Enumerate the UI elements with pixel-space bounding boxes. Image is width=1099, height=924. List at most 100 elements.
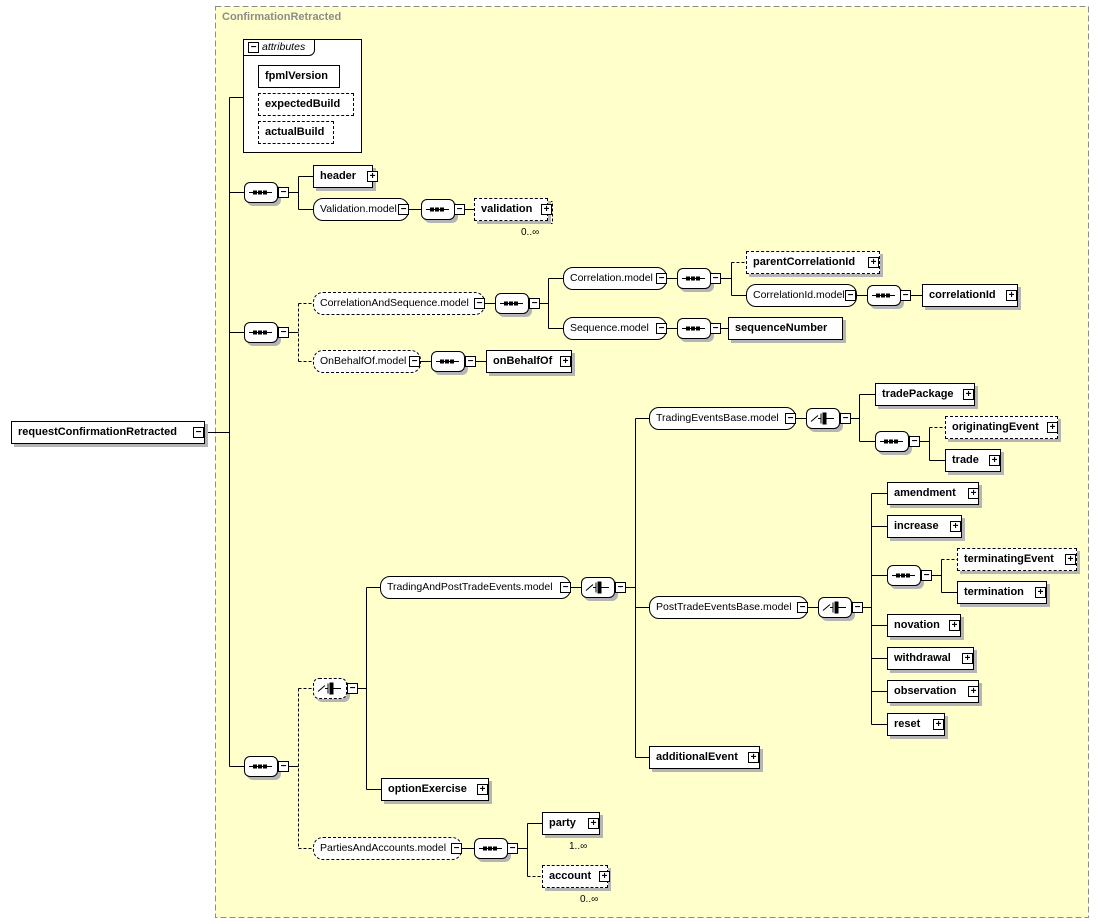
element-additionalevent[interactable]: additionalEvent bbox=[649, 746, 760, 769]
element-optionexercise[interactable]: optionExercise bbox=[381, 778, 489, 801]
collapse-icon[interactable]: − bbox=[845, 290, 856, 301]
root-element[interactable]: requestConfirmationRetracted bbox=[11, 421, 205, 444]
sequence-compositor-icon bbox=[867, 285, 901, 306]
element-parentcorrelationid[interactable]: parentCorrelationId bbox=[746, 251, 880, 274]
group-sequence-model[interactable]: Sequence.model bbox=[563, 317, 667, 340]
attribute-actualbuild[interactable]: actualBuild bbox=[258, 121, 334, 144]
sequence-compositor-icon bbox=[887, 565, 921, 586]
element-terminatingevent[interactable]: terminatingEvent bbox=[957, 548, 1077, 571]
collapse-icon[interactable]: − bbox=[852, 602, 863, 613]
collapse-icon[interactable]: − bbox=[656, 323, 667, 334]
collapse-icon[interactable]: − bbox=[278, 187, 289, 198]
group-correlationandsequence-model[interactable]: CorrelationAndSequence.model bbox=[313, 292, 485, 315]
group-correlation-model[interactable]: Correlation.model bbox=[563, 267, 667, 290]
attribute-fpmlversion[interactable]: fpmlVersion bbox=[258, 65, 340, 88]
collapse-icon[interactable]: − bbox=[278, 327, 289, 338]
group-tradingandposttradeevents-model[interactable]: TradingAndPostTradeEvents.model bbox=[380, 576, 571, 599]
collapse-icon[interactable]: − bbox=[507, 843, 518, 854]
expand-icon[interactable]: + bbox=[1035, 587, 1046, 598]
expand-icon[interactable]: + bbox=[933, 719, 944, 730]
element-termination[interactable]: termination bbox=[957, 581, 1047, 604]
collapse-icon[interactable]: − bbox=[193, 427, 204, 438]
group-correlationid-model[interactable]: CorrelationId.model bbox=[746, 284, 857, 307]
collapse-icon[interactable]: − bbox=[710, 323, 721, 334]
collapse-icon[interactable]: − bbox=[921, 570, 932, 581]
element-withdrawal[interactable]: withdrawal bbox=[887, 647, 974, 670]
expand-icon[interactable]: + bbox=[968, 686, 979, 697]
element-reset[interactable]: reset bbox=[887, 713, 945, 736]
expand-icon[interactable]: + bbox=[949, 620, 960, 631]
expand-icon[interactable]: + bbox=[541, 204, 552, 215]
expand-icon[interactable]: + bbox=[560, 356, 571, 367]
collapse-icon[interactable]: − bbox=[710, 273, 721, 284]
attributes-tab[interactable] bbox=[243, 39, 315, 56]
expand-icon[interactable]: + bbox=[989, 455, 1000, 466]
element-increase[interactable]: increase bbox=[887, 515, 962, 538]
sequence-compositor-icon bbox=[244, 322, 278, 343]
frame-title: ConfirmationRetracted bbox=[222, 11, 342, 23]
element-amendment[interactable]: amendment bbox=[887, 482, 979, 505]
expand-icon[interactable]: + bbox=[962, 653, 973, 664]
collapse-icon[interactable]: − bbox=[615, 582, 626, 593]
group-validation-model[interactable]: Validation.model bbox=[313, 198, 409, 221]
collapse-icon[interactable]: − bbox=[529, 298, 540, 309]
sequence-compositor-icon bbox=[244, 182, 278, 203]
element-observation[interactable]: observation bbox=[887, 680, 979, 703]
collapse-icon[interactable]: − bbox=[797, 602, 808, 613]
expand-icon[interactable]: + bbox=[950, 521, 961, 532]
group-onbehalfof-model[interactable]: OnBehalfOf.model bbox=[313, 350, 421, 373]
element-header[interactable]: header bbox=[313, 165, 373, 188]
collapse-icon[interactable]: − bbox=[248, 42, 259, 53]
sequence-compositor-icon bbox=[431, 351, 465, 372]
collapse-icon[interactable]: − bbox=[656, 273, 667, 284]
expand-icon[interactable]: + bbox=[1047, 422, 1058, 433]
element-trade[interactable]: trade bbox=[945, 449, 1001, 472]
sequence-compositor-icon bbox=[244, 756, 278, 777]
expand-icon[interactable]: + bbox=[599, 871, 610, 882]
choice-compositor-icon bbox=[818, 597, 852, 618]
element-sequencenumber[interactable]: sequenceNumber bbox=[728, 317, 843, 340]
cardinality-label: 0..∞ bbox=[580, 894, 599, 905]
element-tradepackage[interactable]: tradePackage bbox=[875, 383, 975, 406]
cardinality-label: 1..∞ bbox=[569, 841, 588, 852]
attributes-label: attributes bbox=[262, 41, 306, 53]
collapse-icon[interactable]: − bbox=[278, 761, 289, 772]
collapse-icon[interactable]: − bbox=[409, 356, 420, 367]
collapse-icon[interactable]: − bbox=[451, 843, 462, 854]
expand-icon[interactable]: + bbox=[1006, 290, 1017, 301]
expand-icon[interactable]: + bbox=[748, 752, 759, 763]
expand-icon[interactable]: + bbox=[968, 488, 979, 499]
element-party[interactable]: party bbox=[542, 812, 600, 835]
expand-icon[interactable]: + bbox=[367, 171, 378, 182]
element-account[interactable]: account bbox=[542, 865, 608, 888]
element-originatingevent[interactable]: originatingEvent bbox=[945, 416, 1058, 439]
collapse-icon[interactable]: − bbox=[474, 298, 485, 309]
sequence-compositor-icon bbox=[677, 268, 711, 289]
group-partiesandaccounts-model[interactable]: PartiesAndAccounts.model bbox=[313, 837, 462, 860]
element-validation[interactable]: validation bbox=[474, 198, 548, 221]
element-correlationid[interactable]: correlationId bbox=[922, 284, 1018, 307]
expand-icon[interactable]: + bbox=[477, 784, 488, 795]
collapse-icon[interactable]: − bbox=[909, 436, 920, 447]
sequence-compositor-icon bbox=[875, 431, 909, 452]
collapse-icon[interactable]: − bbox=[840, 413, 851, 424]
expand-icon[interactable]: + bbox=[868, 257, 879, 268]
collapse-icon[interactable]: − bbox=[560, 582, 571, 593]
collapse-icon[interactable]: − bbox=[900, 290, 911, 301]
collapse-icon[interactable]: − bbox=[398, 204, 409, 215]
expand-icon[interactable]: + bbox=[963, 389, 974, 400]
collapse-icon[interactable]: − bbox=[785, 413, 796, 424]
element-novation[interactable]: novation bbox=[887, 614, 961, 637]
attribute-expectedbuild[interactable]: expectedBuild bbox=[258, 93, 354, 116]
group-posttradeeventsbase-model[interactable]: PostTradeEventsBase.model bbox=[649, 596, 808, 619]
expand-icon[interactable]: + bbox=[588, 818, 599, 829]
sequence-compositor-icon bbox=[421, 199, 455, 220]
cardinality-label: 0..∞ bbox=[521, 227, 540, 238]
expand-icon[interactable]: + bbox=[1065, 554, 1076, 565]
group-tradingeventsbase-model[interactable]: TradingEventsBase.model bbox=[649, 407, 796, 430]
element-onbehalfof[interactable]: onBehalfOf bbox=[486, 350, 572, 373]
collapse-icon[interactable]: − bbox=[347, 683, 358, 694]
collapse-icon[interactable]: − bbox=[454, 204, 465, 215]
collapse-icon[interactable]: − bbox=[465, 356, 476, 367]
